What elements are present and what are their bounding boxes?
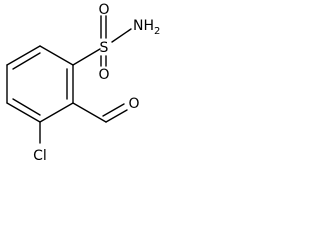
ring-bond-c2-c3 — [39, 102, 74, 123]
bond-cho-o-2 — [102, 103, 125, 117]
chlorine-atom: Cl — [33, 148, 47, 164]
bond-c1-s — [72, 48, 101, 66]
aldehyde-group: O — [72, 96, 140, 123]
aldehyde-oxygen: O — [128, 96, 139, 112]
chemical-structure: O S O NH2 O Cl — [6, 2, 160, 164]
ring-double-bond-c5-c6 — [12, 52, 41, 70]
ring-bond-c3-c4 — [6, 102, 41, 123]
amine-h-subscript: 2 — [154, 26, 160, 37]
amine-nitrogen: NH2 — [133, 18, 160, 37]
bond-cho-o-1 — [105, 109, 128, 123]
benzene-ring — [6, 45, 74, 123]
bond-c2-cho — [72, 102, 107, 123]
sulfonyl-oxygen-top: O — [98, 2, 109, 18]
bond-s-n — [111, 28, 132, 43]
sulfonyl-oxygen-bottom: O — [98, 67, 109, 83]
chloro-substituent: Cl — [33, 121, 47, 164]
sulfonamide-group: O S O NH2 — [72, 2, 160, 83]
ring-bond-c6-c1 — [39, 45, 74, 66]
ring-bond-c5-c6 — [6, 45, 41, 66]
ring-double-bond-c3-c4 — [12, 98, 41, 116]
sulfur-atom: S — [100, 40, 109, 56]
amine-nh-text: NH — [133, 18, 154, 34]
